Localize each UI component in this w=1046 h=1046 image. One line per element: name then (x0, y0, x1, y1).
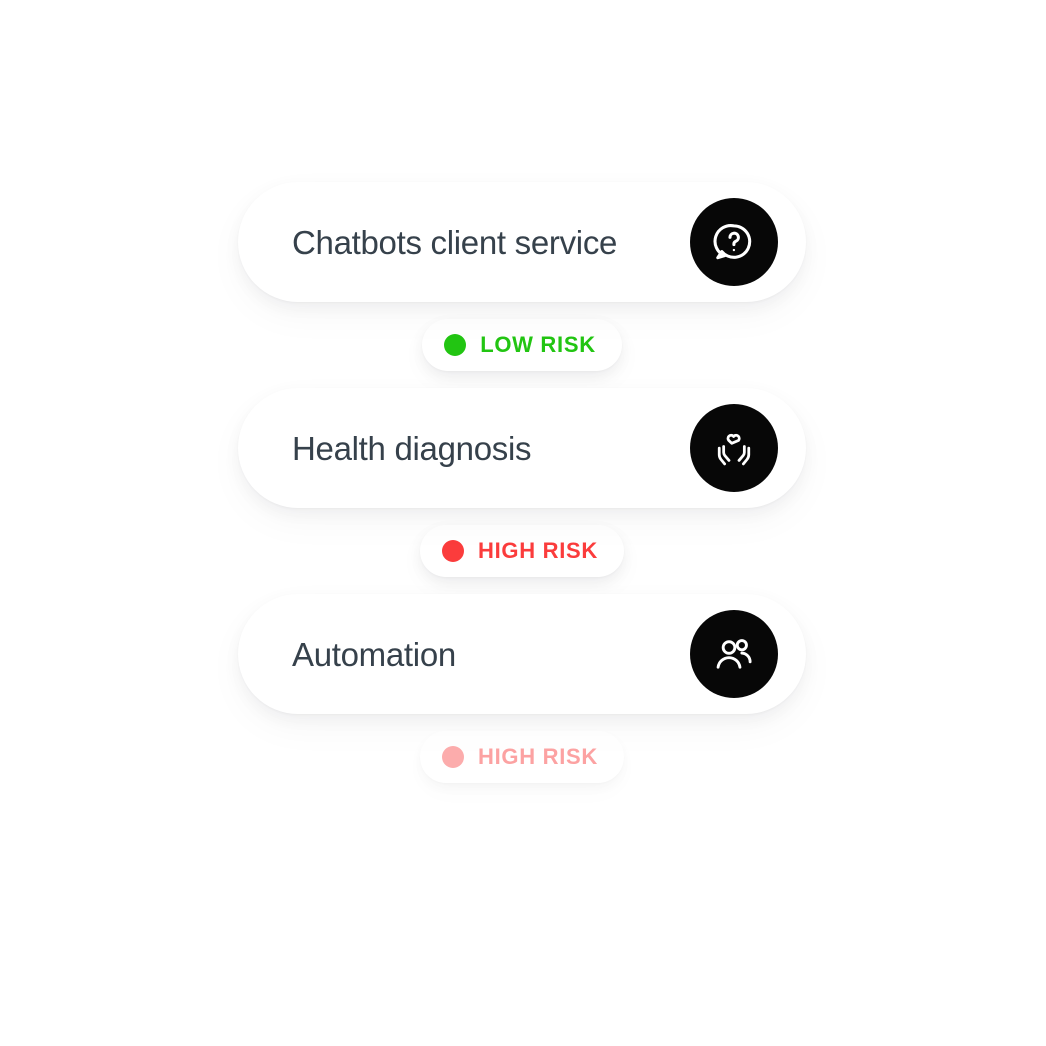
users-group-icon (690, 610, 778, 698)
chat-question-icon (690, 198, 778, 286)
risk-card-group: Health diagnosis HIGH RISK (238, 388, 806, 594)
risk-card-group: Chatbots client service LOW RISK (238, 182, 806, 388)
risk-badge-slot: HIGH RISK (420, 714, 624, 800)
status-dot-icon (444, 334, 467, 356)
status-badge-label: LOW RISK (480, 332, 596, 357)
status-dot-icon (442, 540, 464, 562)
card-title: Chatbots client service (292, 223, 618, 261)
card-title: Automation (292, 635, 456, 673)
risk-card-list: Chatbots client service LOW RISK (238, 182, 806, 800)
risk-card-automation[interactable]: Automation (238, 594, 806, 714)
card-title: Health diagnosis (292, 429, 532, 467)
status-badge-high-risk: HIGH RISK (420, 525, 624, 577)
hands-holding-heart-icon (690, 404, 778, 492)
risk-badge-slot: LOW RISK (422, 302, 622, 388)
risk-card-health-diagnosis[interactable]: Health diagnosis (238, 388, 806, 508)
risk-badge-slot: HIGH RISK (420, 508, 624, 594)
status-badge-high-risk: HIGH RISK (420, 731, 624, 783)
risk-card-chatbots-client-service[interactable]: Chatbots client service (238, 182, 806, 302)
status-badge-low-risk: LOW RISK (422, 319, 622, 371)
risk-card-group: Automation HIGH RISK (238, 594, 806, 800)
status-badge-label: HIGH RISK (478, 744, 598, 769)
status-dot-icon (442, 746, 464, 768)
status-badge-label: HIGH RISK (478, 538, 598, 563)
